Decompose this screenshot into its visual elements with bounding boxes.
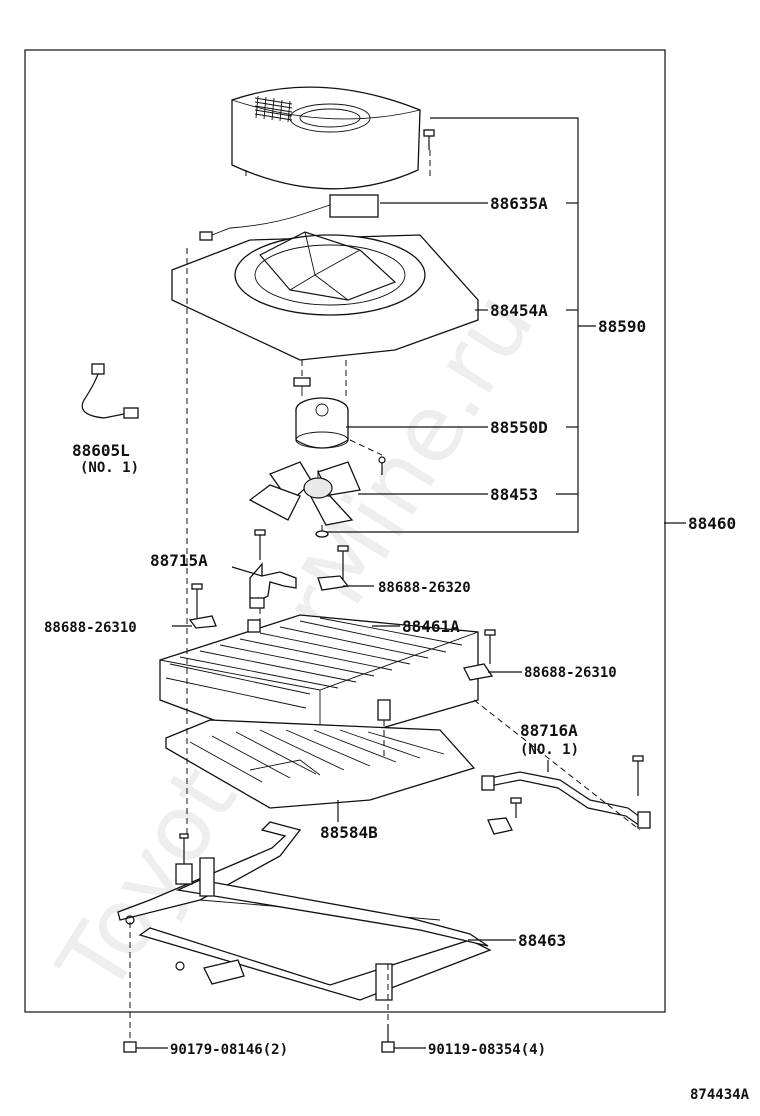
pipe-88716A (481, 771, 651, 835)
label-88463: 88463 (518, 931, 566, 950)
mount-frame (117, 821, 492, 1001)
cover-screw (423, 129, 435, 150)
label-88635A: 88635A (490, 194, 548, 213)
leader-lines (136, 117, 686, 1049)
fan-blade (248, 461, 361, 526)
bolt-pipe (632, 755, 644, 796)
label-88590: 88590 (598, 317, 646, 336)
bottom-bolt (381, 1024, 395, 1053)
bracket-88715A (249, 529, 297, 609)
bottom-nut (123, 1041, 137, 1053)
diagram-id: 874434A (690, 1087, 750, 1103)
label-88605L-note: (NO. 1) (80, 460, 139, 476)
blower-cover (231, 86, 421, 190)
label-88584B: 88584B (320, 823, 378, 842)
label-90119: 90119-08354(4) (428, 1042, 546, 1058)
label-88715A: 88715A (150, 551, 208, 570)
label-88605L: 88605L (72, 441, 130, 460)
label-88716A: 88716A (520, 721, 578, 740)
fan-shroud (171, 231, 479, 361)
drain-pan (165, 719, 476, 809)
label-88461A: 88461A (402, 617, 460, 636)
diagram-frame (24, 49, 666, 1013)
assembly-dash-lines (129, 150, 641, 1042)
label-88688-26310-right: 88688-26310 (524, 665, 617, 681)
evaporator-core (159, 614, 479, 753)
label-90179: 90179-08146(2) (170, 1042, 288, 1058)
label-88688-26310-left: 88688-26310 (44, 620, 137, 636)
label-88716A-note: (NO. 1) (520, 742, 579, 758)
bolt-26310-left (188, 583, 217, 629)
shroud-connector (199, 194, 379, 241)
bolt-26310-right (463, 629, 496, 681)
fan-motor (293, 377, 349, 449)
label-88460: 88460 (688, 514, 736, 533)
label-88454A: 88454A (490, 301, 548, 320)
label-88453: 88453 (490, 485, 538, 504)
wire-harness (81, 363, 139, 419)
label-88688-26320: 88688-26320 (378, 580, 471, 596)
motor-screw (378, 456, 386, 475)
label-88550D: 88550D (490, 418, 548, 437)
